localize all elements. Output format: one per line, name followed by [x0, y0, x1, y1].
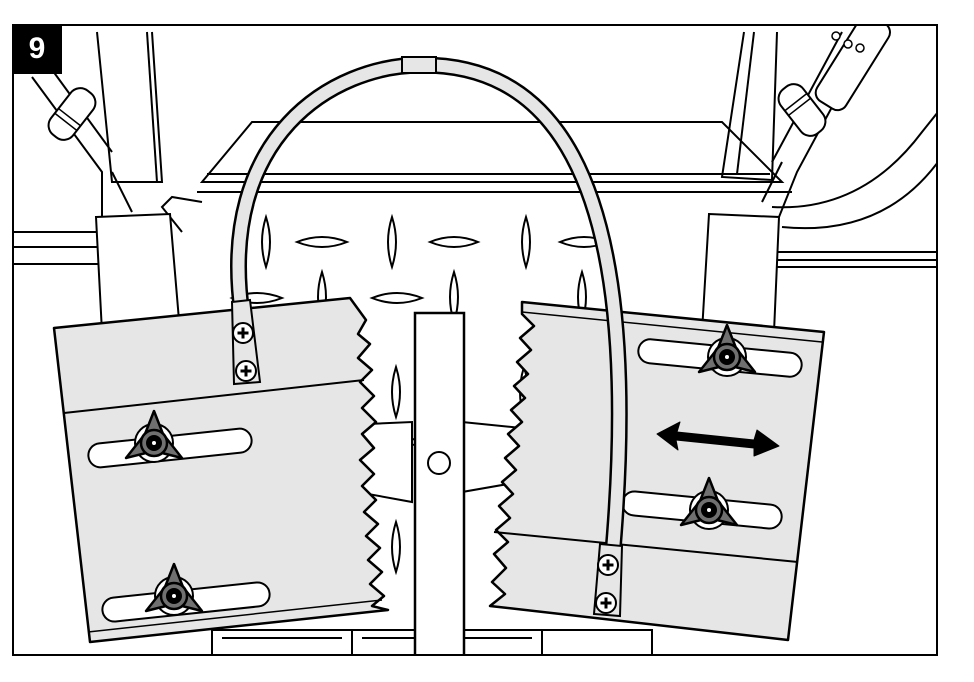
screw-icon [231, 321, 255, 345]
screw-icon [594, 591, 618, 615]
deflector-adjustment-illustration [14, 26, 936, 654]
step-number-badge: 9 [12, 24, 62, 74]
center-post [413, 311, 466, 654]
screw-icon [596, 553, 620, 577]
figure-frame [12, 24, 938, 656]
bottom-housing [211, 629, 653, 654]
handle-grips [47, 26, 891, 141]
right-deflector-plate [488, 300, 826, 642]
adjust-direction-arrow-icon [656, 421, 780, 457]
screw-icon [234, 359, 258, 383]
left-deflector-plate [52, 296, 390, 644]
